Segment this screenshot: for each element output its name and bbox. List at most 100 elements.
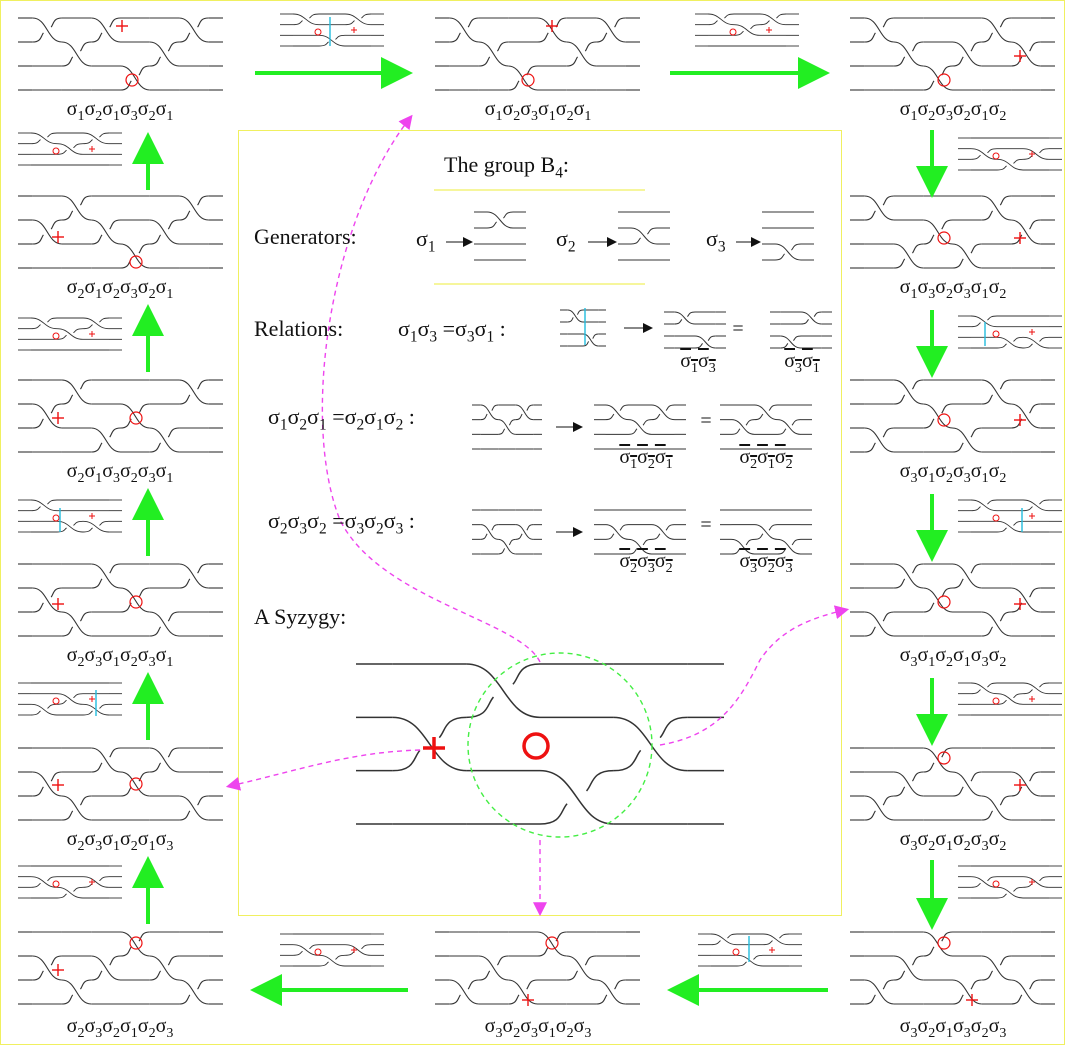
braid-crossing-under — [1039, 876, 1050, 882]
braid-crossing-under — [32, 602, 44, 613]
braid-crossing-over — [344, 944, 372, 956]
braid-crossing-under — [32, 786, 44, 797]
braid-crossing-over — [449, 17, 480, 43]
circle-marker — [314, 948, 322, 956]
circle-marker — [937, 751, 951, 765]
braid-r4 — [850, 563, 1055, 637]
braid-crossing-under — [32, 970, 44, 981]
braid-crossing-over — [1022, 336, 1050, 349]
braid-crossing-over — [178, 795, 209, 821]
relation1-equation: σ1σ3 =σ3σ1 : — [398, 316, 506, 346]
braid-crossing-over — [56, 886, 84, 899]
braid-crossing-under — [864, 210, 876, 221]
braid-crossing-under — [512, 663, 541, 685]
braid-l4 — [18, 563, 223, 637]
word-label-br: σ3σ2σ1σ3σ2σ3 — [899, 1015, 1007, 1041]
braid-crossing-under — [91, 762, 103, 773]
braid-crossing-under — [167, 611, 180, 622]
braid-crossing-over — [864, 17, 895, 43]
braid-crossing-under — [120, 946, 132, 957]
braid-crossing-under — [952, 578, 964, 589]
braid-crossing-under — [987, 315, 998, 321]
braid-crossing-under — [952, 56, 964, 67]
braid-crossing-over — [318, 34, 346, 47]
braid-crossing-under — [864, 810, 876, 821]
mini-braid-m-tc-tr — [695, 13, 799, 47]
braid-crossing-under — [952, 258, 964, 269]
braid-crossing-under — [793, 335, 802, 341]
mini-braid-m-br-bc — [698, 933, 802, 967]
braid-crossing-under — [56, 334, 67, 340]
braid-crossing-under — [491, 404, 499, 411]
braid-crossing-over — [774, 243, 802, 261]
braid-crossing-under — [628, 548, 638, 555]
braid-crossing-over — [566, 41, 597, 67]
braid-crossing-under — [486, 221, 497, 229]
braid-crossing-under — [30, 710, 41, 716]
braid-crossing-under — [659, 716, 688, 739]
braid-crossing-under — [759, 20, 770, 26]
braid-crossing-under — [91, 578, 103, 589]
braid-crossing-over — [1022, 499, 1050, 512]
braid-r5 — [850, 747, 1055, 821]
braid-crossing-over — [651, 524, 675, 540]
braid-crossing-under — [318, 961, 329, 967]
braid-crossing-over — [91, 219, 121, 245]
braid-crossing-under — [882, 611, 894, 622]
braid-crossing-under — [1029, 587, 1041, 598]
mini-braid-m-tl-tc — [280, 13, 384, 47]
braid-crossing-under — [537, 946, 549, 957]
braid-crossing-under — [1039, 499, 1050, 505]
braid-crossing-under — [724, 13, 735, 19]
braid-crossing-over — [1022, 876, 1050, 888]
braid-crossing-over — [56, 693, 84, 705]
braid-crossing-over — [1010, 219, 1041, 245]
braid-crossing-under — [120, 786, 132, 797]
braid-crossing-under — [584, 955, 597, 966]
braid-crossing-under — [99, 703, 110, 709]
braid-crossing-over — [970, 148, 998, 160]
relation3-equals: = — [700, 514, 712, 536]
braid-crossing-under — [1011, 56, 1023, 67]
braid-crossing-under — [630, 237, 641, 245]
braid-crossing-under — [882, 795, 894, 806]
braid-crossing-under — [584, 41, 597, 52]
braid-crossing-over — [1010, 587, 1041, 613]
braid-crossing-under — [466, 696, 495, 719]
braid-crossing-under — [344, 950, 355, 956]
circle-marker — [52, 697, 60, 705]
braid-l5 — [18, 747, 223, 821]
braid-crossing-over — [1010, 771, 1041, 797]
braid-crossing-over — [32, 17, 62, 43]
word-label-l4: σ2σ3σ1σ2σ3σ1 — [66, 644, 174, 670]
braid-l3 — [18, 379, 223, 453]
circle-marker — [729, 28, 737, 36]
braid-crossing-under — [79, 41, 92, 52]
braid-crossing-under — [970, 882, 981, 888]
braid-crossing-over — [923, 219, 953, 245]
braid-crossing-under — [478, 56, 491, 67]
braid-crossing-over — [318, 954, 346, 967]
braid-crossing-over — [970, 682, 998, 695]
circle-marker — [992, 880, 1000, 888]
mini-braid-m-l4-l5 — [18, 682, 122, 716]
braid-crossing-under — [197, 563, 209, 574]
braid-crossing-under — [566, 56, 579, 67]
braid-crossing-over — [952, 41, 982, 67]
braid-crossing-under — [1022, 154, 1033, 160]
braid-crossing-under — [665, 524, 675, 531]
braid-tr — [850, 17, 1055, 91]
braid-crossing-under — [138, 587, 150, 598]
braid-crossing-under — [707, 20, 718, 26]
braid-crossing-under — [779, 933, 790, 939]
braid-crossing-under — [762, 940, 773, 946]
braid-crossing-under — [32, 418, 44, 429]
braid-crossing-over — [449, 979, 480, 1005]
braid-crossing-over — [91, 17, 121, 43]
braid-crossing-under — [120, 418, 132, 429]
braid-crossing-under — [710, 940, 721, 946]
braid-crossing-under — [467, 979, 479, 990]
braid-crossing-over — [970, 499, 998, 512]
braid-crossing-under — [109, 427, 121, 438]
braid-crossing-over — [178, 379, 209, 405]
